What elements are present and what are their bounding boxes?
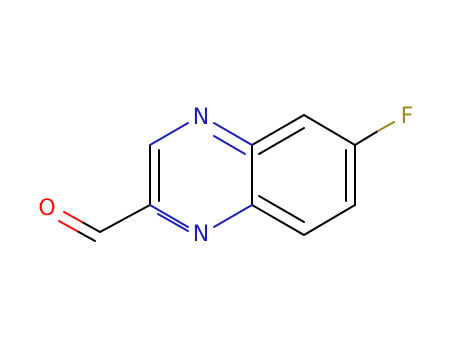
nitrogen-bonds <box>149 122 253 232</box>
atom-fluorine: F <box>401 104 414 129</box>
bond-c4a-c5-inner <box>258 127 305 155</box>
bond-c8-c8a-inner <box>258 195 305 223</box>
bond-c2-n1 <box>149 204 189 228</box>
oxygen-bonds <box>58 211 83 232</box>
atom-n-top: N <box>193 105 209 130</box>
carbon-bonds <box>76 114 379 242</box>
bond-n1-c8a <box>213 204 253 228</box>
bond-c5-c6 <box>303 114 356 146</box>
bond-n4-c4a <box>213 122 253 146</box>
bond-c4a-c5 <box>251 114 305 146</box>
bond-c-ald-c2 <box>99 204 151 233</box>
fluorine-bonds <box>377 121 395 132</box>
bond-co-black-b <box>76 230 96 242</box>
bond-co-red-b <box>58 220 78 232</box>
bond-n4-c4a-inner <box>213 135 246 155</box>
bond-c3-n4 <box>149 122 189 146</box>
atom-n-bottom: N <box>193 222 209 247</box>
bond-co-red-a <box>63 211 83 223</box>
bond-c7-c8 <box>303 204 356 236</box>
bond-c8-c8a <box>251 204 305 236</box>
bond-c2-n1-inner <box>157 213 189 232</box>
bond-c6-f-colored <box>377 121 395 132</box>
bond-co-black-a <box>81 221 101 233</box>
atom-oxygen: O <box>38 196 55 221</box>
bond-c6-f-black <box>354 130 379 146</box>
